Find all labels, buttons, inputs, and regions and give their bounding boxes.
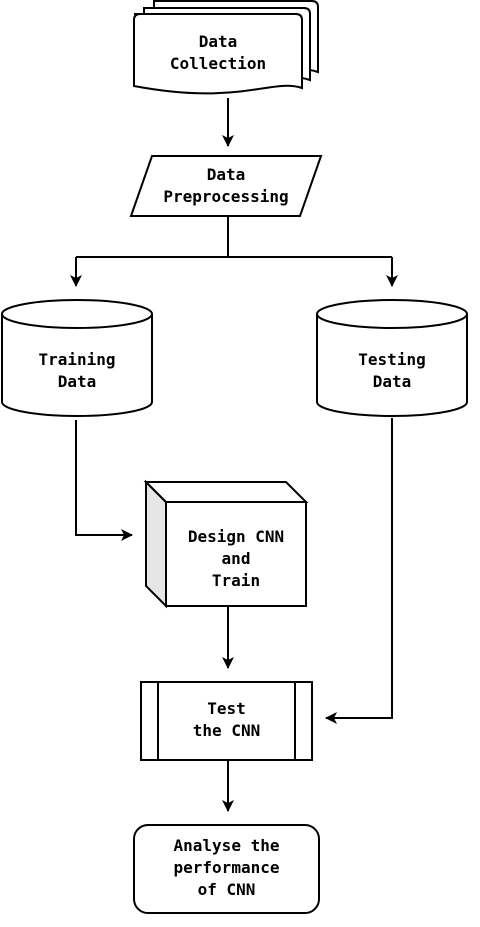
data-preprocessing-label-line-2: Preprocessing [163, 187, 289, 206]
arrow-training-to-design [75, 420, 133, 541]
analyse-label-line-3: of CNN [197, 880, 256, 899]
test-cnn-label-line-2: the CNN [192, 721, 261, 740]
testing-data-label-line-1: Testing [358, 350, 426, 369]
data-collection-node [133, 0, 319, 95]
analyse-label-line-2: performance [173, 858, 280, 877]
training-data-label-line-2: Data [57, 372, 97, 391]
testing-data-node [316, 299, 468, 417]
data-collection-label-line-1: Data [198, 32, 238, 51]
training-data-label: Training Data [2, 349, 152, 393]
test-cnn-node [140, 681, 313, 761]
analyse-node [133, 824, 320, 914]
design-cnn-label: Design CNN and Train [166, 526, 306, 592]
design-cnn-label-line-3: Train [211, 571, 261, 590]
design-cnn-label-line-1: Design CNN [187, 527, 285, 546]
data-preprocessing-label-line-1: Data [206, 165, 246, 184]
training-data-node [1, 299, 153, 417]
analyse-label: Analyse the performance of CNN [134, 835, 319, 901]
testing-data-label: Testing Data [317, 349, 467, 393]
test-cnn-label-line-1: Test [207, 699, 246, 718]
data-preprocessing-label: Data Preprocessing [131, 164, 321, 208]
design-cnn-label-line-2: and [221, 549, 251, 568]
testing-data-label-line-2: Data [372, 372, 412, 391]
test-cnn-label: Test the CNN [141, 698, 312, 742]
arrow-testing-to-test [325, 418, 393, 724]
connector-preprocessing-trunk [76, 216, 392, 258]
data-preprocessing-node [129, 155, 323, 217]
analyse-label-line-1: Analyse the [173, 836, 280, 855]
data-collection-label-line-2: Collection [169, 54, 267, 73]
training-data-label-line-1: Training [38, 350, 116, 369]
data-collection-label: Data Collection [134, 31, 302, 75]
design-cnn-node [143, 479, 309, 609]
